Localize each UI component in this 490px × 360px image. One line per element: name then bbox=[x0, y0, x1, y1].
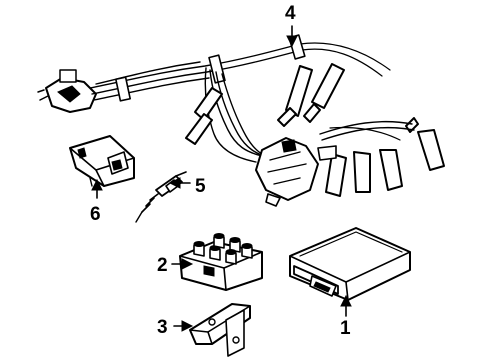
coil-mounting-bracket[interactable] bbox=[189, 303, 251, 357]
ignition-coil-pack[interactable] bbox=[179, 233, 263, 291]
harness-left-connector bbox=[37, 69, 97, 113]
harness-boots bbox=[185, 63, 445, 197]
ignition-control-module[interactable] bbox=[69, 135, 135, 187]
coil-towers bbox=[193, 233, 253, 265]
callout-3: 3 bbox=[157, 317, 168, 338]
callout-6: 6 bbox=[90, 204, 101, 225]
callout-2: 2 bbox=[157, 255, 168, 276]
harness-lower-cluster bbox=[255, 137, 337, 207]
callout-4: 4 bbox=[285, 3, 296, 24]
callout-5: 5 bbox=[195, 176, 206, 197]
callout-1: 1 bbox=[340, 318, 351, 339]
leader-lines bbox=[91, 25, 352, 332]
spark-plug-wire-harness[interactable] bbox=[37, 34, 445, 207]
powertrain-control-module[interactable] bbox=[289, 227, 411, 301]
